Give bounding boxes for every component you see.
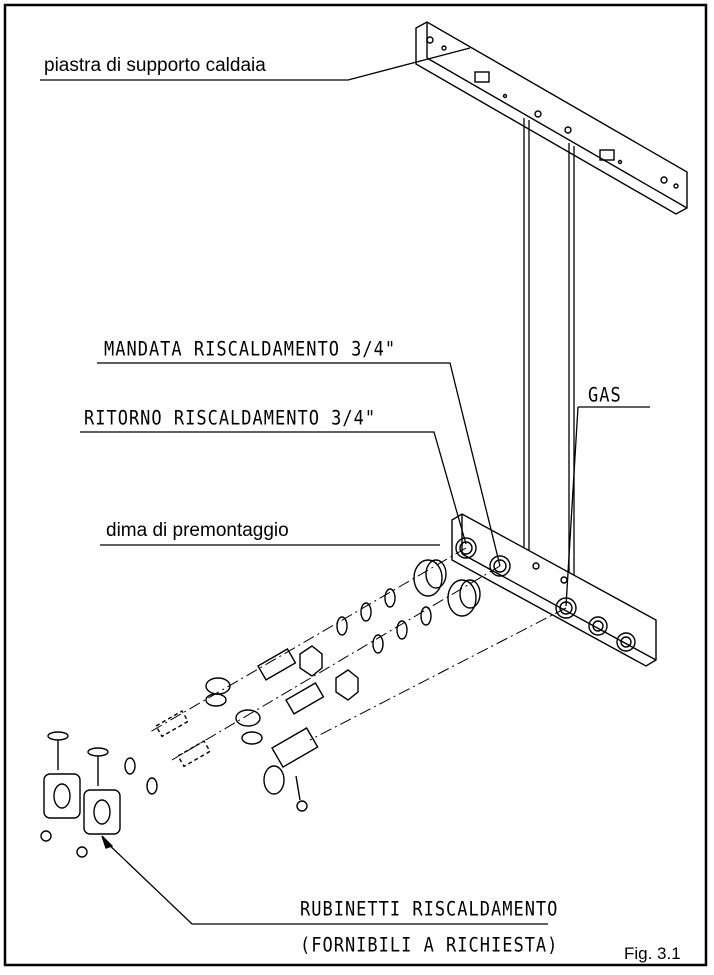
label-premounting-template: dima di premontaggio xyxy=(106,520,289,541)
label-gas: GAS xyxy=(588,384,622,407)
label-heating-taps: RUBINETTI RISCALDAMENTO xyxy=(300,898,559,921)
heating-taps xyxy=(40,710,211,858)
return-fittings xyxy=(235,579,481,745)
figure-border xyxy=(3,3,708,967)
leader-lines xyxy=(40,47,650,925)
premounting-template xyxy=(451,513,657,667)
flow-fittings xyxy=(205,559,447,707)
figure-caption: Fig. 3.1 xyxy=(624,944,681,963)
label-heating-return: RITORNO RISCALDAMENTO 3/4" xyxy=(84,407,377,430)
label-taps-on-request: (FORNIBILI A RICHIESTA) xyxy=(300,934,559,957)
label-heating-flow: MANDATA RISCALDAMENTO 3/4" xyxy=(104,338,397,361)
label-support-plate: piastra di supporto caldaia xyxy=(44,55,266,76)
boiler-support-plate xyxy=(415,21,688,215)
support-rods xyxy=(523,118,575,575)
gas-valve xyxy=(263,727,319,812)
assembly-axes xyxy=(149,547,567,761)
